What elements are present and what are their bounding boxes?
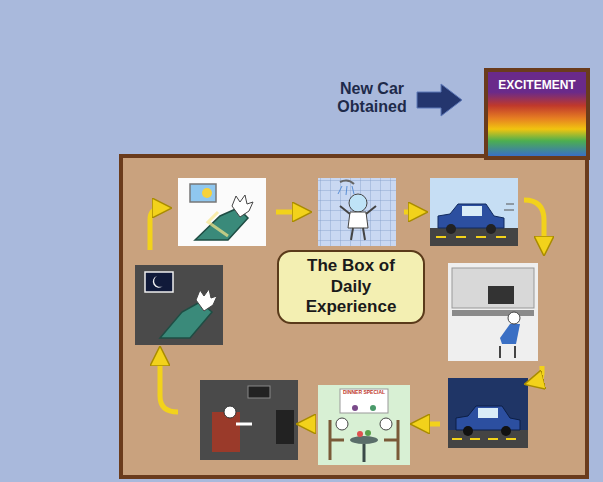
night-scene (135, 265, 223, 345)
arrow (417, 84, 462, 116)
excitement-box: EXCITEMENT (484, 68, 590, 160)
shower-scene (318, 178, 396, 246)
morning-scene (178, 178, 266, 246)
cycle-arrow (150, 200, 544, 424)
daily-box (121, 156, 587, 477)
office-scene (448, 263, 538, 361)
event-label: New Car Obtained (326, 80, 418, 117)
tv-scene (200, 380, 298, 460)
commute-home-scene (448, 378, 528, 448)
dinner-scene (318, 385, 410, 465)
commute-scene (430, 178, 518, 246)
node-text: EXCITEMENT (488, 78, 586, 92)
label-box: The Box of Daily Experience (277, 250, 425, 324)
node-text: The Box of Daily Experience (289, 256, 413, 317)
sign-text: DINNER SPECIAL (340, 390, 388, 396)
